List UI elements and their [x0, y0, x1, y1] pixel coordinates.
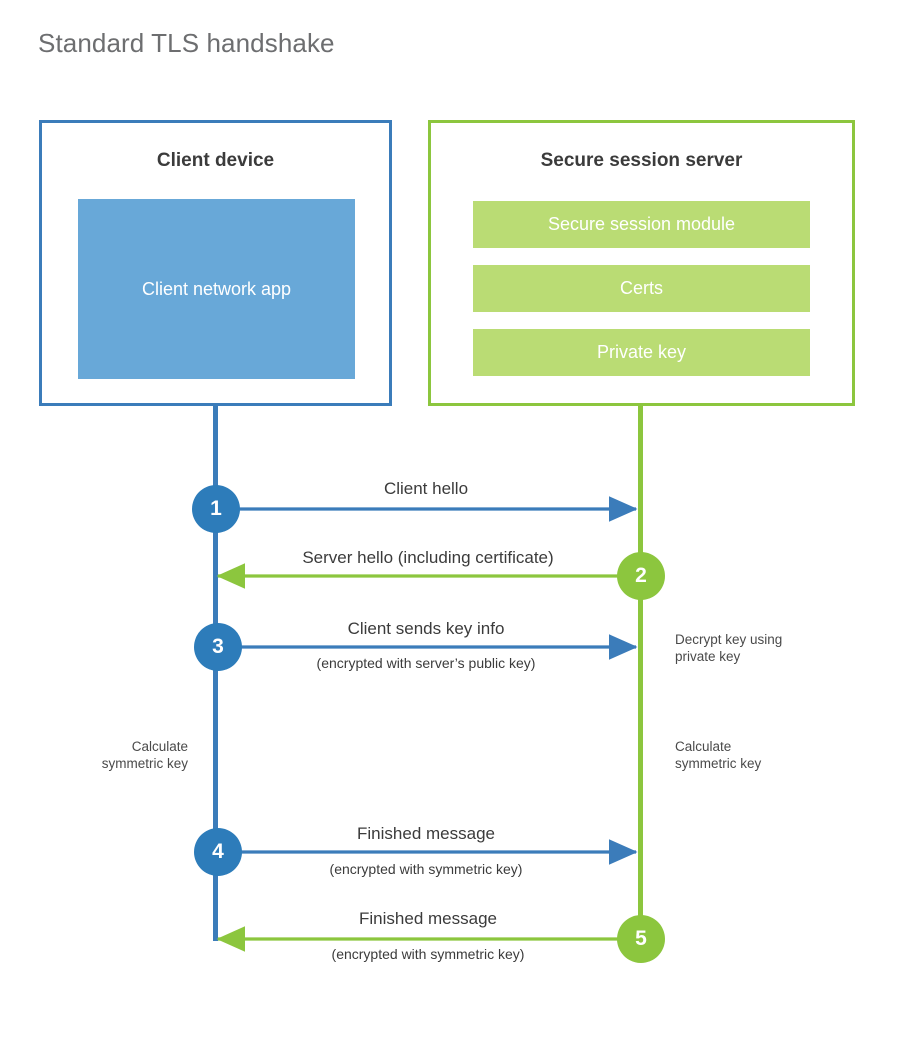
- server-component-certs: Certs: [473, 265, 810, 312]
- server-component-private-key: Private key: [473, 329, 810, 376]
- note-calculate-symmetric-key-client: Calculate symmetric key: [101, 739, 188, 771]
- step-number-3[interactable]: 3: [194, 623, 242, 671]
- step-3-label: Client sends key info: [347, 619, 505, 638]
- step-number-5[interactable]: 5: [617, 915, 665, 963]
- client-lifeline: [213, 404, 218, 941]
- step-number-2[interactable]: 2: [617, 552, 665, 600]
- secure-session-server-box: Secure session server Secure session mod…: [428, 120, 855, 406]
- step-4-sublabel: (encrypted with symmetric key): [329, 861, 523, 877]
- step-5-sublabel: (encrypted with symmetric key): [331, 946, 525, 962]
- client-device-box: Client device Client network app: [39, 120, 392, 406]
- step-1-label: Client hello: [383, 479, 469, 498]
- client-device-title: Client device: [156, 150, 275, 171]
- page-title: Standard TLS handshake: [38, 28, 335, 58]
- note-calculate-symmetric-key-server: Calculate symmetric key: [675, 739, 762, 771]
- step-2-label: Server hello (including certificate): [302, 548, 554, 567]
- note-decrypt-key: Decrypt key using private key: [675, 632, 783, 664]
- step-4-label: Finished message: [357, 824, 495, 843]
- secure-session-server-title: Secure session server: [540, 150, 743, 171]
- step-number-4[interactable]: 4: [194, 828, 242, 876]
- step-3-sublabel: (encrypted with server’s public key): [316, 655, 536, 671]
- client-network-app-block: Client network app: [78, 199, 355, 379]
- server-lifeline: [638, 404, 643, 941]
- step-5-label: Finished message: [359, 909, 497, 928]
- step-number-1[interactable]: 1: [192, 485, 240, 533]
- server-component-secure-session-module: Secure session module: [473, 201, 810, 248]
